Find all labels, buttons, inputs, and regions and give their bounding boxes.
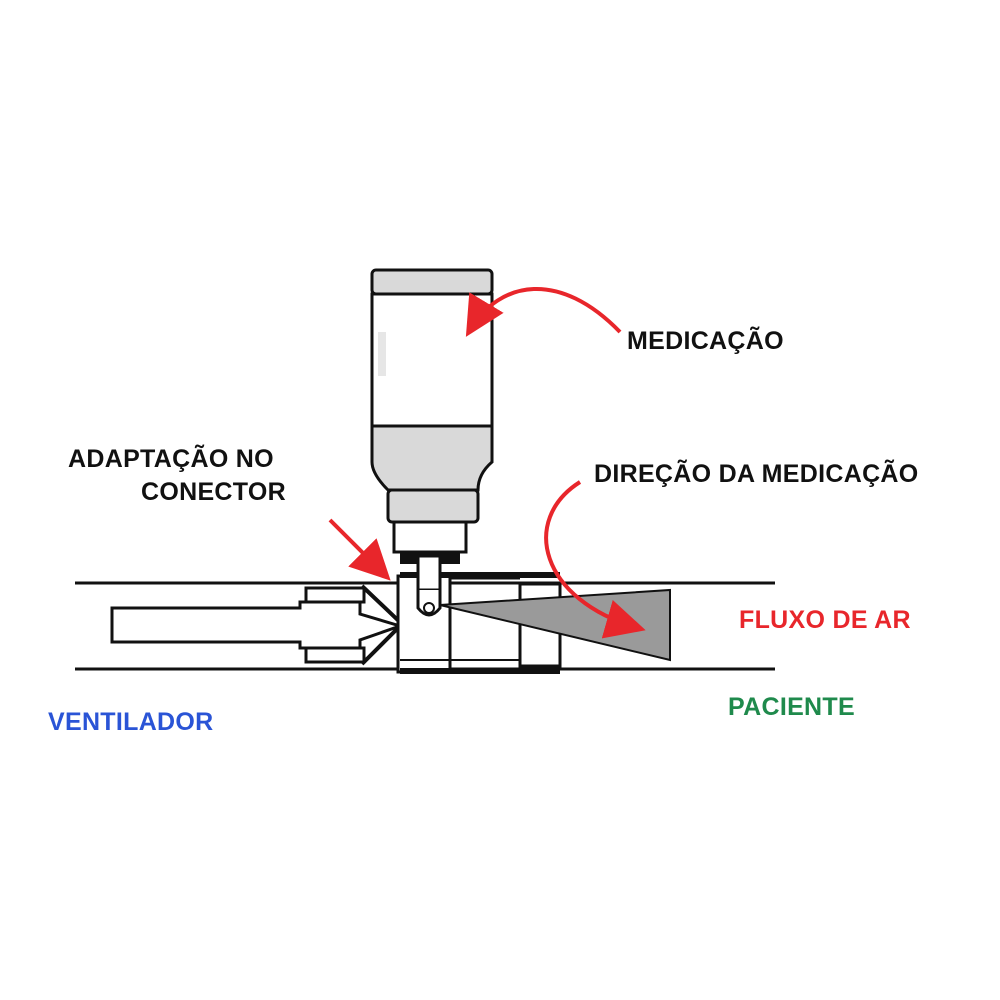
aerosol-canister-icon <box>370 268 494 554</box>
label-adaptacao-line2: CONECTOR <box>141 478 287 506</box>
ventilator-inner-tube <box>110 584 405 666</box>
direcao-arrow <box>544 480 646 639</box>
label-medicacao: MEDICAÇÃO <box>627 327 784 355</box>
label-ventilador: VENTILADOR <box>48 708 214 736</box>
label-direcao-medicacao: DIREÇÃO DA MEDICAÇÃO <box>594 460 919 488</box>
label-paciente: PACIENTE <box>728 693 855 721</box>
medicacao-arrow <box>465 286 622 337</box>
adaptacao-arrow <box>328 518 391 581</box>
label-fluxo-de-ar: FLUXO DE AR <box>739 606 911 634</box>
label-adaptacao-line1: ADAPTAÇÃO NO <box>68 445 274 473</box>
